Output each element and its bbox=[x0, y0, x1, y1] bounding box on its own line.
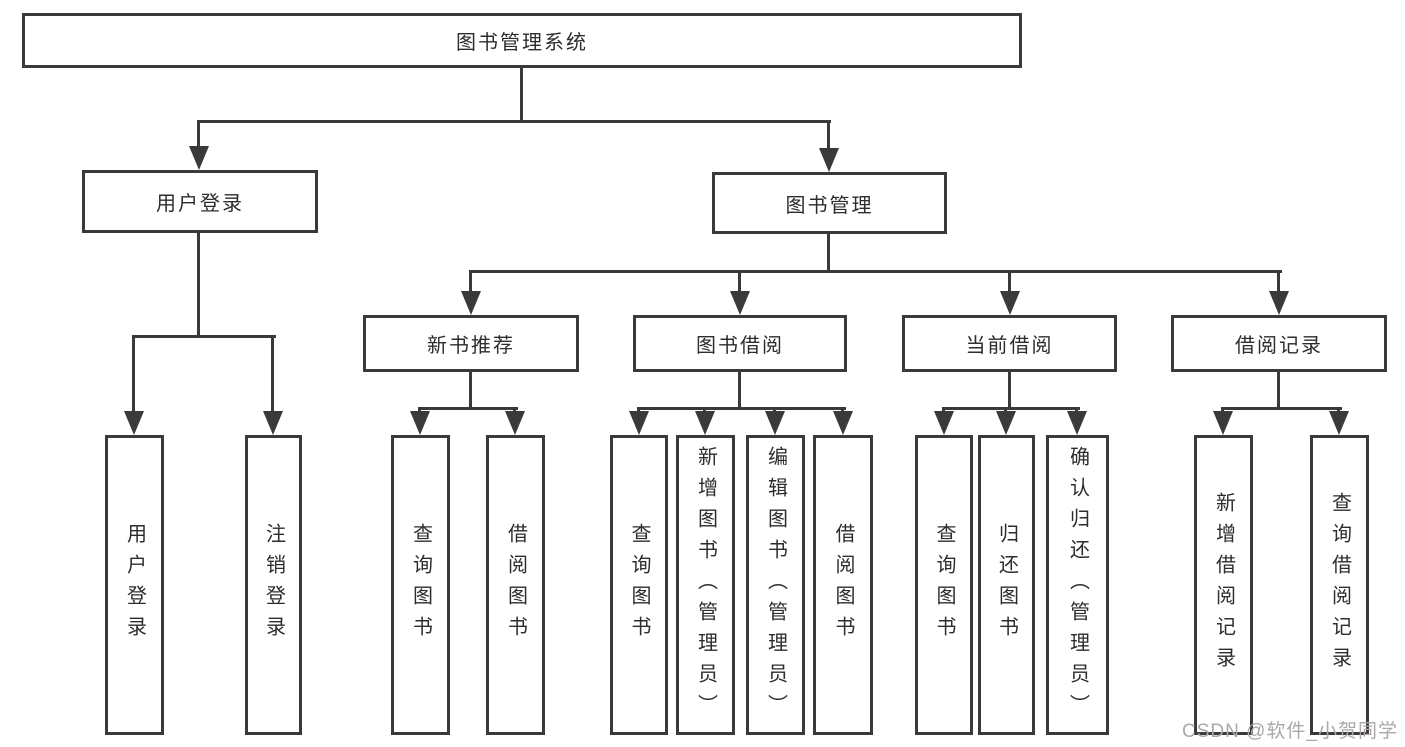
arrowhead-nb-borrow bbox=[505, 411, 525, 435]
connector-book-management-split bbox=[469, 270, 1282, 273]
leaf-bb-borrow-books: 借阅图书 bbox=[813, 435, 873, 735]
leaf-bb-edit-books-admin: 编辑图书（管理员） bbox=[746, 435, 805, 735]
leaf-bb-edit-books-admin-label: 编辑图书（管理员） bbox=[764, 445, 787, 725]
node-new-book-recommend-label: 新书推荐 bbox=[427, 335, 515, 357]
arrowhead-cb-confirm bbox=[1067, 411, 1087, 435]
connector-arrow-line-new-book bbox=[469, 270, 472, 293]
arrowhead-cb-query bbox=[934, 411, 954, 435]
arrowhead-bb-edit bbox=[765, 411, 785, 435]
leaf-nb-borrow-books: 借阅图书 bbox=[486, 435, 545, 735]
connector-arrow-line-nb-borrow bbox=[513, 407, 516, 414]
leaf-bb-borrow-books-label: 借阅图书 bbox=[832, 523, 854, 647]
watermark: CSDN @软件_小贺同学 bbox=[1182, 721, 1398, 742]
connector-arrow-line-br-query bbox=[1337, 407, 1340, 414]
node-borrow-records: 借阅记录 bbox=[1171, 315, 1387, 372]
node-current-borrow-label: 当前借阅 bbox=[965, 335, 1054, 357]
connector-arrow-line-user-login bbox=[197, 120, 200, 148]
connector-new-book-trunk bbox=[469, 372, 472, 410]
node-book-borrow: 图书借阅 bbox=[633, 315, 847, 372]
arrowhead-current-borrow bbox=[1000, 291, 1020, 315]
connector-arrow-line-bb-borrow bbox=[841, 407, 844, 414]
connector-arrow-line-bb-query bbox=[637, 407, 640, 414]
connector-arrow-line-current-borrow bbox=[1008, 270, 1011, 293]
leaf-cb-confirm-return-admin-label: 确认归还（管理员） bbox=[1066, 445, 1089, 725]
connector-current-borrow-split bbox=[942, 407, 1080, 410]
node-user-login-label: 用户登录 bbox=[156, 193, 244, 215]
connector-arrow-line-br-add bbox=[1221, 407, 1224, 414]
leaf-cb-confirm-return-admin: 确认归还（管理员） bbox=[1046, 435, 1109, 735]
connector-arrow-line-bb-edit bbox=[773, 407, 776, 414]
connector-new-book-split bbox=[418, 407, 518, 410]
connector-arrow-line-cb-query bbox=[942, 407, 945, 414]
arrowhead-leaf-login bbox=[124, 411, 144, 435]
arrowhead-user-login bbox=[189, 146, 209, 170]
leaf-logout-label: 注销登录 bbox=[262, 523, 285, 647]
leaf-logout: 注销登录 bbox=[245, 435, 302, 735]
arrowhead-new-book bbox=[461, 291, 481, 315]
leaf-nb-borrow-books-label: 借阅图书 bbox=[504, 523, 527, 647]
node-current-borrow: 当前借阅 bbox=[902, 315, 1117, 372]
connector-arrow-line-borrow-records bbox=[1277, 270, 1280, 293]
leaf-cb-query-books: 查询图书 bbox=[915, 435, 973, 735]
arrowhead-book-management bbox=[819, 148, 839, 172]
connector-arrow-line-bb-add bbox=[703, 407, 706, 414]
connector-arrow-line-leaf-login bbox=[132, 335, 135, 413]
arrowhead-nb-query bbox=[410, 411, 430, 435]
connector-arrow-line-book-borrow bbox=[738, 270, 741, 293]
connector-arrow-line-cb-confirm bbox=[1075, 407, 1078, 414]
connector-arrow-line-cb-return bbox=[1004, 407, 1007, 414]
connector-arrow-line-book-management bbox=[827, 120, 830, 150]
node-new-book-recommend: 新书推荐 bbox=[363, 315, 579, 372]
connector-borrow-records-trunk bbox=[1277, 372, 1280, 410]
arrowhead-bb-add bbox=[695, 411, 715, 435]
connector-root-split bbox=[197, 120, 831, 123]
leaf-br-query-record: 查询借阅记录 bbox=[1310, 435, 1369, 735]
leaf-br-query-record-label: 查询借阅记录 bbox=[1328, 492, 1351, 678]
connector-root-trunk bbox=[520, 68, 523, 120]
connector-arrow-line-leaf-logout bbox=[271, 335, 274, 413]
arrowhead-borrow-records bbox=[1269, 291, 1289, 315]
arrowhead-br-add bbox=[1213, 411, 1233, 435]
arrowhead-cb-return bbox=[996, 411, 1016, 435]
leaf-cb-query-books-label: 查询图书 bbox=[933, 523, 955, 647]
leaf-nb-query-books-label: 查询图书 bbox=[409, 523, 432, 647]
leaf-bb-query-books-label: 查询图书 bbox=[628, 523, 650, 647]
leaf-bb-add-books-admin-label: 新增图书（管理员） bbox=[694, 445, 717, 725]
connector-user-login-trunk bbox=[197, 233, 200, 338]
connector-book-borrow-split bbox=[637, 407, 846, 410]
arrowhead-bb-query bbox=[629, 411, 649, 435]
node-book-borrow-label: 图书借阅 bbox=[696, 335, 784, 357]
connector-arrow-line-nb-query bbox=[418, 407, 421, 414]
arrowhead-br-query bbox=[1329, 411, 1349, 435]
node-book-management-label: 图书管理 bbox=[785, 194, 874, 217]
node-borrow-records-label: 借阅记录 bbox=[1235, 335, 1323, 357]
connector-borrow-records-split bbox=[1221, 407, 1342, 410]
node-user-login: 用户登录 bbox=[82, 170, 318, 233]
arrowhead-leaf-logout bbox=[263, 411, 283, 435]
node-root-label: 图书管理系统 bbox=[456, 32, 588, 54]
connector-book-borrow-trunk bbox=[738, 372, 741, 410]
leaf-cb-return-books-label: 归还图书 bbox=[995, 523, 1018, 647]
leaf-br-add-record: 新增借阅记录 bbox=[1194, 435, 1253, 735]
node-root: 图书管理系统 bbox=[22, 13, 1022, 68]
leaf-br-add-record-label: 新增借阅记录 bbox=[1212, 492, 1235, 678]
leaf-user-login: 用户登录 bbox=[105, 435, 164, 735]
connector-user-login-split bbox=[132, 335, 276, 338]
leaf-bb-add-books-admin: 新增图书（管理员） bbox=[676, 435, 735, 735]
node-book-management: 图书管理 bbox=[712, 172, 947, 234]
connector-book-management-trunk bbox=[827, 234, 830, 273]
arrowhead-bb-borrow bbox=[833, 411, 853, 435]
arrowhead-book-borrow bbox=[730, 291, 750, 315]
connector-current-borrow-trunk bbox=[1008, 372, 1011, 410]
leaf-user-login-label: 用户登录 bbox=[123, 523, 146, 647]
leaf-bb-query-books: 查询图书 bbox=[610, 435, 668, 735]
leaf-cb-return-books: 归还图书 bbox=[978, 435, 1035, 735]
leaf-nb-query-books: 查询图书 bbox=[391, 435, 450, 735]
